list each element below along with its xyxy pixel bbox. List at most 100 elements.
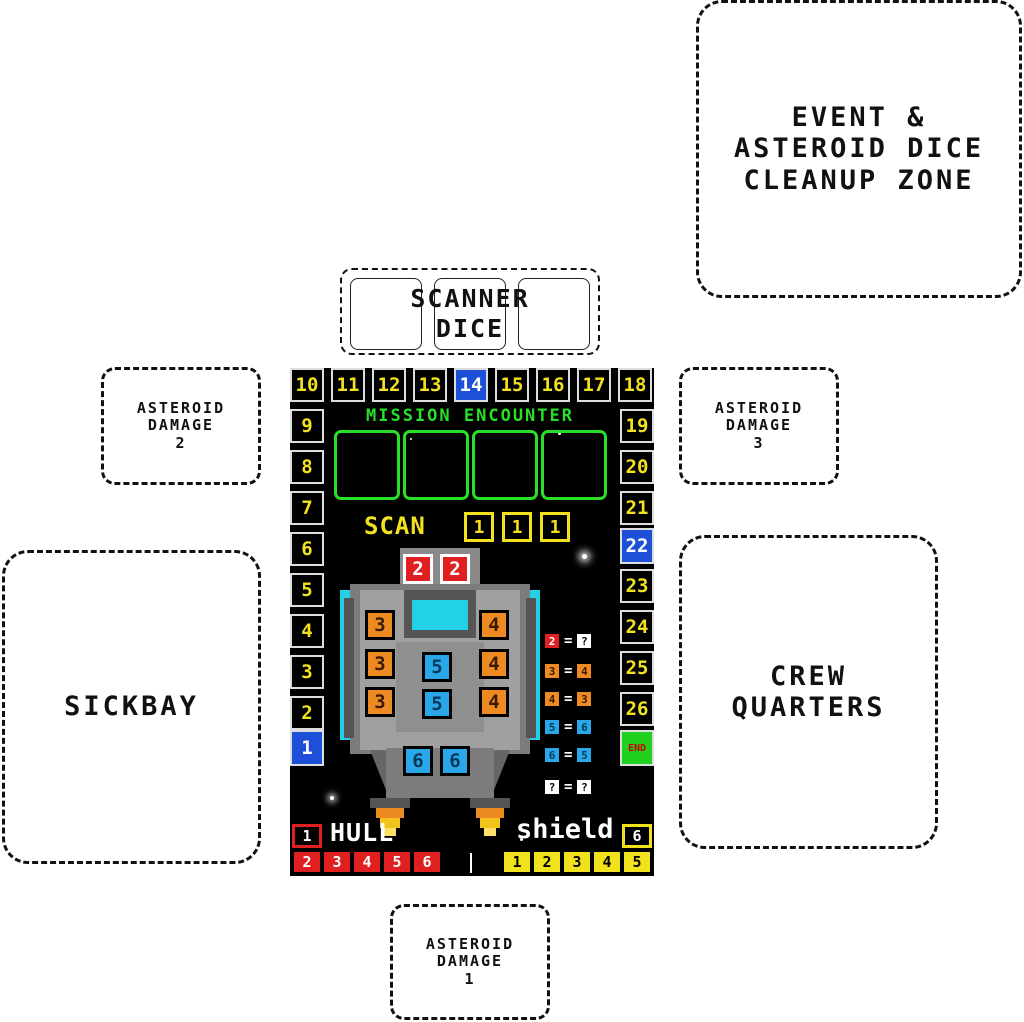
track-space-4[interactable]: 4	[290, 614, 324, 648]
legend-die: 5	[544, 719, 560, 735]
hull-track-cell[interactable]: 3	[322, 850, 352, 874]
orange-die[interactable]: 3	[365, 610, 395, 640]
equals-sign: =	[564, 691, 573, 707]
shield-label: shield	[516, 814, 614, 845]
track-space-16[interactable]: 16	[536, 368, 570, 402]
track-space-17[interactable]: 17	[577, 368, 611, 402]
track-space-3[interactable]: 3	[290, 655, 324, 689]
shield-track-cell[interactable]: 3	[562, 850, 592, 874]
red-die[interactable]: 2	[403, 554, 433, 584]
legend-row: ?=?	[544, 778, 593, 796]
hull-label: HULL	[330, 818, 395, 847]
orange-die[interactable]: 4	[479, 687, 509, 717]
track-space-19[interactable]: 19	[620, 409, 654, 443]
scanner-dice-zone[interactable]: SCANNER DICE	[340, 268, 600, 355]
track-space-11[interactable]: 11	[331, 368, 365, 402]
shield-track-cell[interactable]: 1	[502, 850, 532, 874]
star	[582, 554, 587, 559]
track-space-21[interactable]: 21	[620, 491, 654, 525]
orange-die[interactable]: 4	[479, 610, 509, 640]
track-space-2[interactable]: 2	[290, 696, 324, 730]
legend-result: ?	[576, 779, 593, 795]
track-space-14[interactable]: 14	[454, 368, 488, 402]
legend-result: 6	[576, 719, 593, 735]
legend-row: 6=5	[544, 746, 593, 764]
star	[520, 838, 523, 841]
mission-slot-2[interactable]	[403, 430, 469, 500]
scanner-slot-1[interactable]	[350, 278, 422, 350]
track-space-9[interactable]: 9	[290, 409, 324, 443]
event-cleanup-zone[interactable]: EVENT & ASTEROID DICE CLEANUP ZONE	[696, 0, 1022, 298]
track-space-18[interactable]: 18	[618, 368, 652, 402]
star	[410, 438, 412, 440]
sickbay-zone[interactable]: SICKBAY	[2, 550, 261, 864]
asteroid-damage-1-zone[interactable]: ASTEROID DAMAGE 1	[390, 904, 550, 1020]
orange-die[interactable]: 3	[365, 649, 395, 679]
track-space-23[interactable]: 23	[620, 569, 654, 603]
asteroid-damage-2-zone[interactable]: ASTEROID DAMAGE 2	[101, 367, 261, 485]
track-space-10[interactable]: 10	[290, 368, 324, 402]
asteroid-damage-2-label: ASTEROID DAMAGE 2	[136, 399, 226, 452]
track-space-15[interactable]: 15	[495, 368, 529, 402]
legend-die: 2	[544, 633, 560, 649]
track-space-25[interactable]: 25	[620, 651, 654, 685]
hull-track-cell[interactable]: 4	[352, 850, 382, 874]
red-die[interactable]: 2	[440, 554, 470, 584]
legend-result: 4	[576, 663, 593, 679]
equals-sign: =	[564, 779, 573, 795]
legend-result: ?	[576, 633, 593, 649]
blue-die[interactable]: 6	[440, 746, 470, 776]
scan-value-2[interactable]: 1	[502, 512, 532, 542]
star	[558, 432, 561, 435]
track-space-13[interactable]: 13	[413, 368, 447, 402]
equals-sign: =	[564, 747, 573, 763]
mission-slot-1[interactable]	[334, 430, 400, 500]
legend-row: 5=6	[544, 718, 593, 736]
scan-value-1[interactable]: 1	[464, 512, 494, 542]
event-cleanup-label: EVENT & ASTEROID DICE CLEANUP ZONE	[733, 102, 985, 196]
shield-track-cell[interactable]: 6	[622, 824, 652, 848]
track-space-6[interactable]: 6	[290, 532, 324, 566]
hull-track-cell[interactable]: 6	[412, 850, 442, 874]
orange-die[interactable]: 4	[479, 649, 509, 679]
asteroid-damage-3-zone[interactable]: ASTEROID DAMAGE 3	[679, 367, 839, 485]
blue-die[interactable]: 6	[403, 746, 433, 776]
asteroid-damage-1-label: ASTEROID DAMAGE 1	[425, 935, 515, 988]
track-space-1[interactable]: 1	[290, 730, 324, 766]
sickbay-label: SICKBAY	[64, 691, 199, 723]
scanner-slot-2[interactable]	[434, 278, 506, 350]
track-space-7[interactable]: 7	[290, 491, 324, 525]
scan-value-3[interactable]: 1	[540, 512, 570, 542]
shield-track-cell[interactable]: 5	[622, 850, 652, 874]
legend-die: 3	[544, 663, 560, 679]
hull-track-cell[interactable]: 5	[382, 850, 412, 874]
track-space-24[interactable]: 24	[620, 610, 654, 644]
track-space-end[interactable]: END	[620, 730, 654, 766]
track-space-22[interactable]: 22	[620, 528, 654, 564]
hull-track-cell[interactable]: 2	[292, 850, 322, 874]
mission-encounter-title: MISSION ENCOUNTER	[366, 406, 574, 426]
orange-die[interactable]: 3	[365, 687, 395, 717]
track-space-8[interactable]: 8	[290, 450, 324, 484]
hull-shield-divider	[470, 853, 472, 873]
asteroid-damage-3-label: ASTEROID DAMAGE 3	[714, 399, 804, 452]
hull-track-cell[interactable]: 1	[292, 824, 322, 848]
star	[330, 796, 334, 800]
track-space-5[interactable]: 5	[290, 573, 324, 607]
shield-track-cell[interactable]: 2	[532, 850, 562, 874]
track-space-26[interactable]: 26	[620, 692, 654, 726]
legend-row: 2=?	[544, 632, 593, 650]
scanner-slot-3[interactable]	[518, 278, 590, 350]
shield-track-cell[interactable]: 4	[592, 850, 622, 874]
track-space-12[interactable]: 12	[372, 368, 406, 402]
mission-slot-3[interactable]	[472, 430, 538, 500]
track-space-20[interactable]: 20	[620, 450, 654, 484]
crew-quarters-zone[interactable]: CREW QUARTERS	[679, 535, 938, 849]
legend-die: 4	[544, 691, 560, 707]
legend-result: 3	[576, 691, 593, 707]
legend-row: 4=3	[544, 690, 593, 708]
mission-slot-4[interactable]	[541, 430, 607, 500]
blue-die[interactable]: 5	[422, 652, 452, 682]
blue-die[interactable]: 5	[422, 689, 452, 719]
ship-board: 10 11 12 13 14 15 16 17 18 9 8 7 6 5 4 3…	[290, 368, 654, 876]
